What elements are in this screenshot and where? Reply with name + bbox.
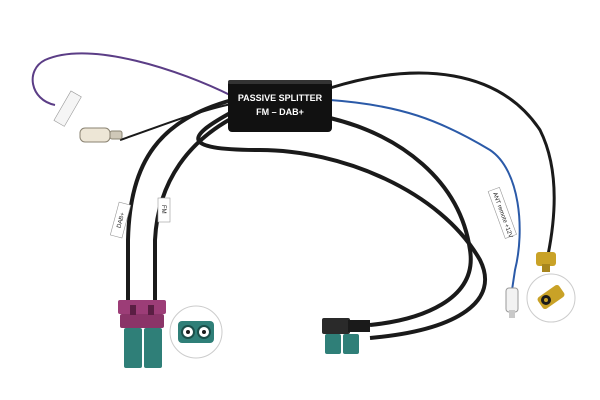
dab-tag: DAB+ (109, 201, 132, 239)
remote-cable (119, 103, 233, 141)
fuse-label-tag (53, 90, 82, 127)
splitter-box (228, 80, 332, 132)
input-cable-a (329, 116, 473, 327)
input-cable-b (196, 110, 487, 340)
fm-cable (153, 114, 237, 300)
fuse-holder (79, 127, 123, 143)
splitter-box-line1: PASSIVE SPLITTER (238, 93, 323, 103)
smb-connector (536, 252, 556, 272)
blue-remote-cable (329, 99, 521, 291)
dab-cable (126, 98, 233, 300)
right-fakra-connectors (322, 318, 370, 354)
fm-tag-text: FM (160, 205, 166, 214)
spade-terminal (505, 287, 519, 318)
left-fakra-connector (118, 300, 166, 368)
left-fakra-inset (169, 305, 223, 359)
purple-cable (31, 52, 233, 106)
smb-inset (526, 273, 576, 323)
ant-remote-tag: ANT remote +12V (487, 187, 517, 239)
fm-tag: FM (157, 197, 171, 223)
smb-cable (329, 71, 556, 256)
dab-tag-text: DAB+ (117, 211, 127, 228)
splitter-box-line2: FM – DAB+ (256, 107, 304, 117)
